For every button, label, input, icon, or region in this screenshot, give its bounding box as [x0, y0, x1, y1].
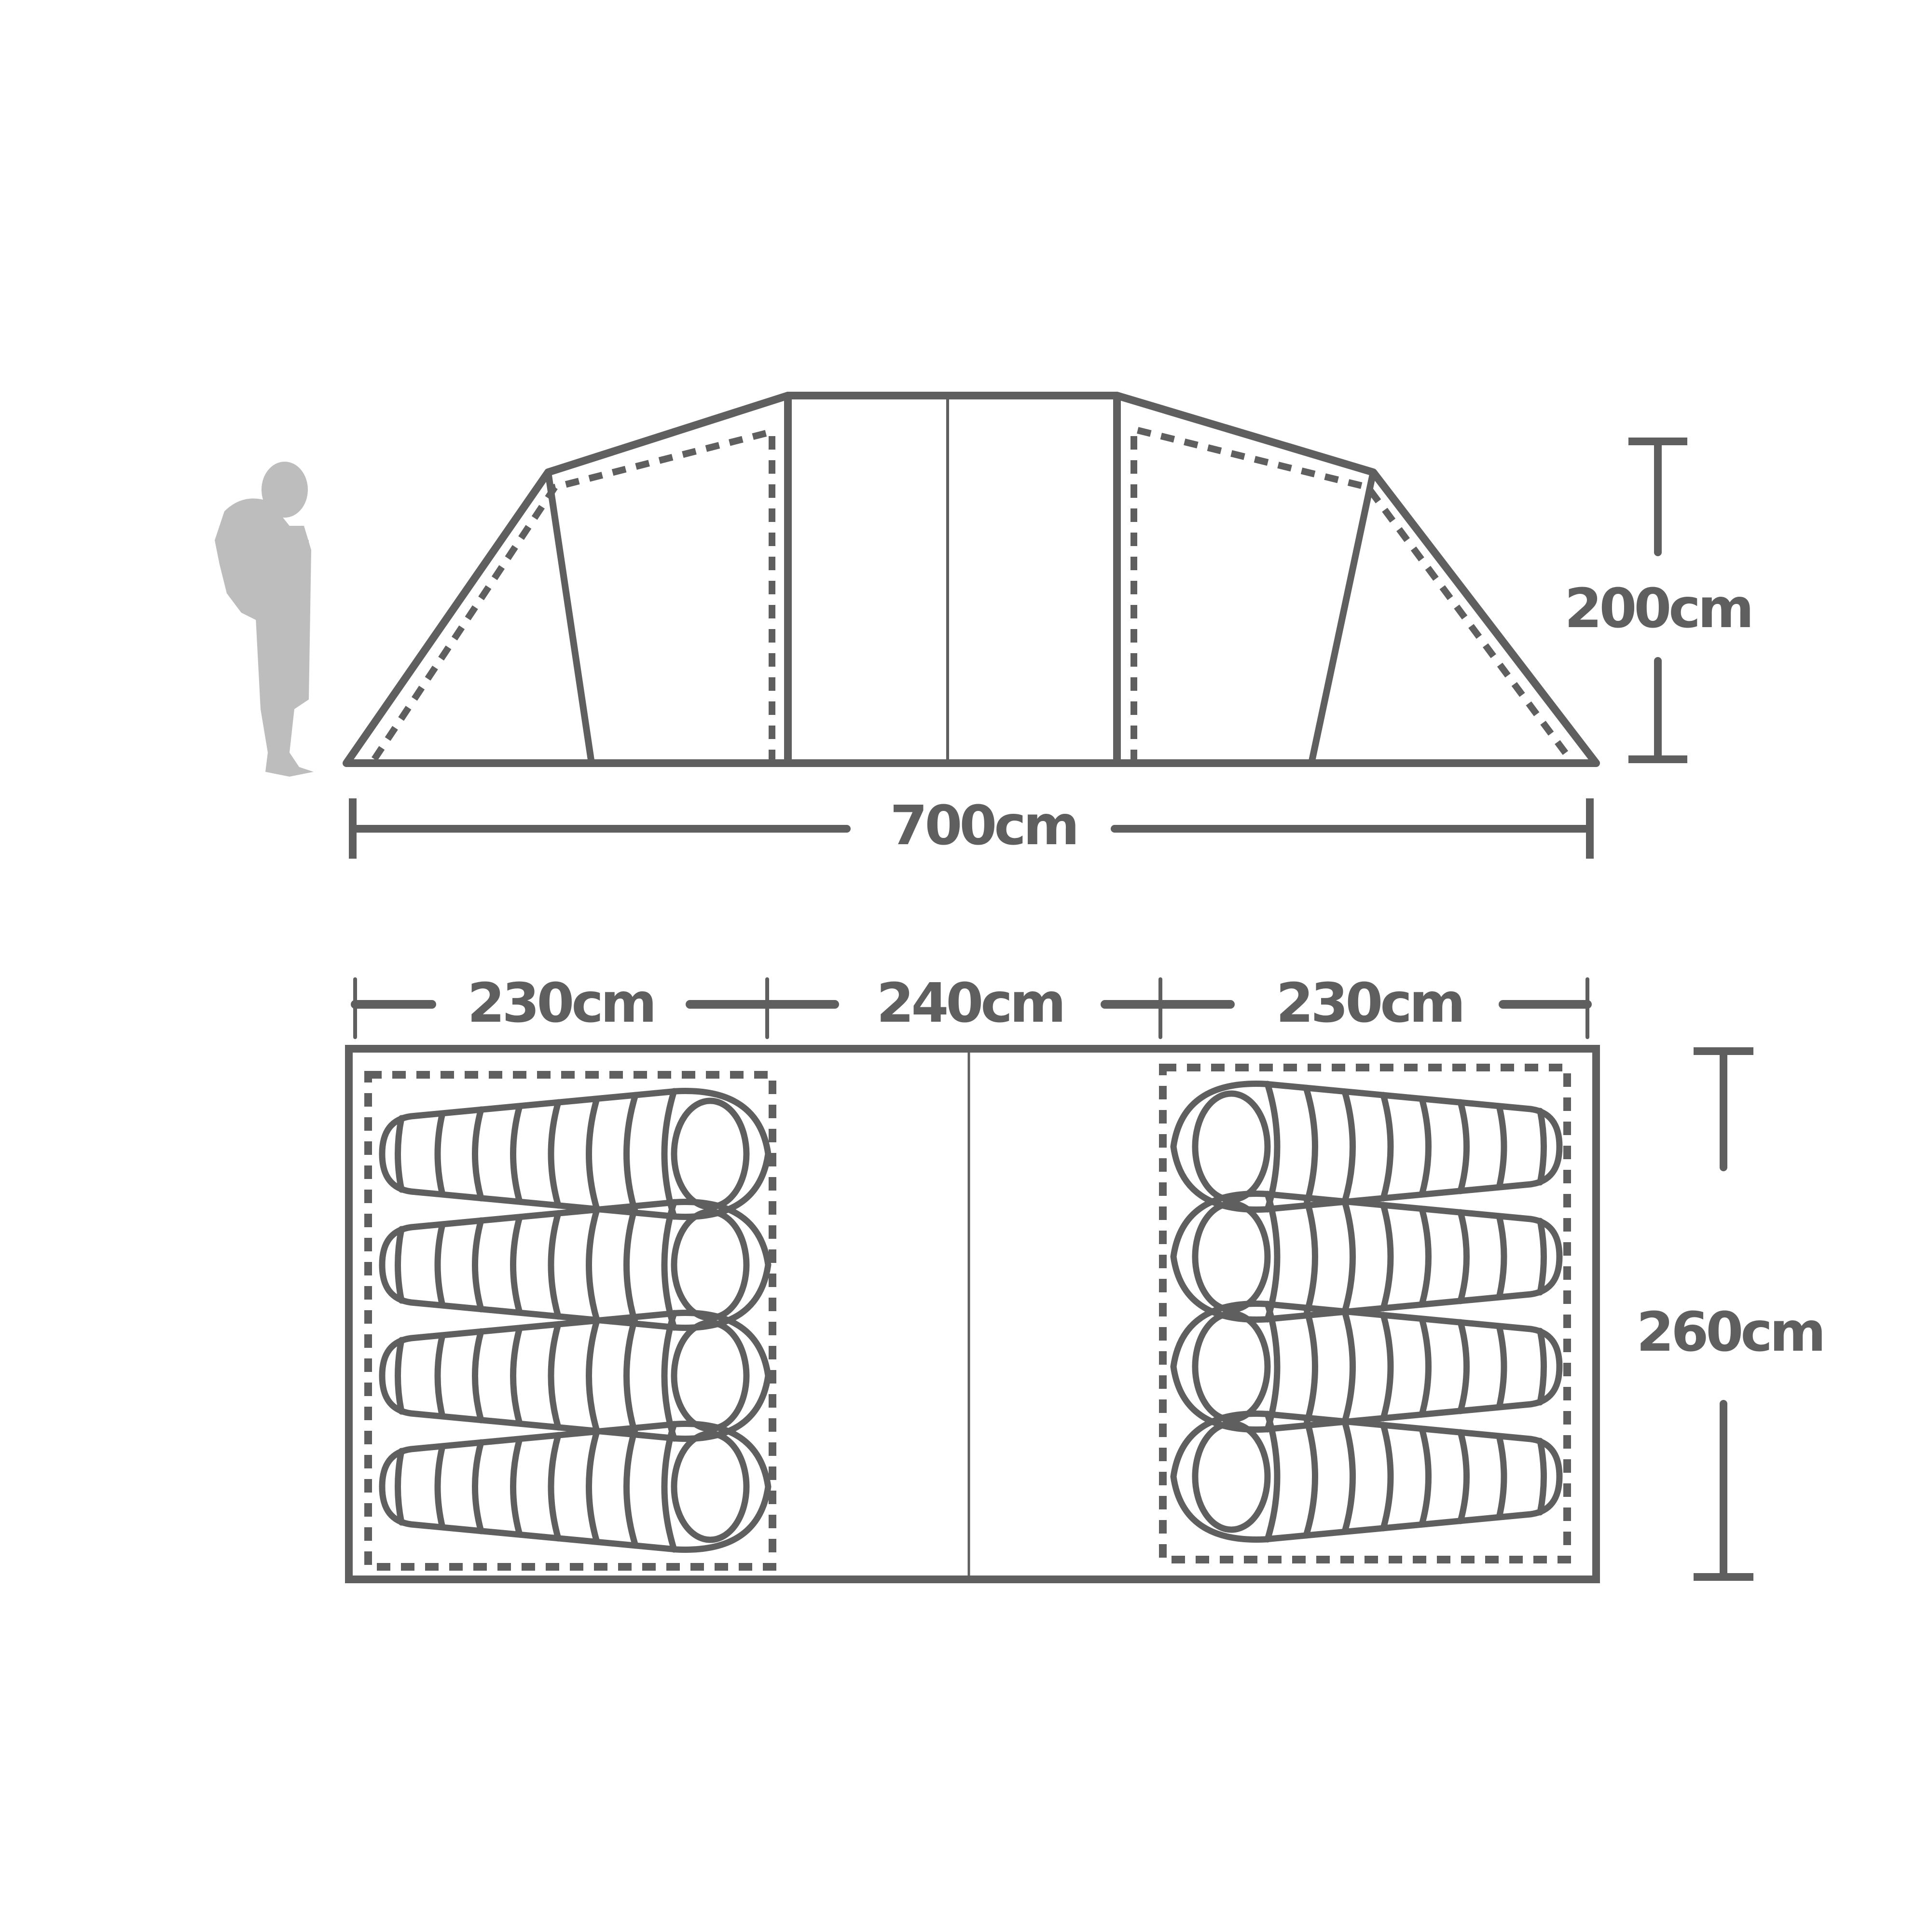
sleeping-bag-icon: [1173, 1194, 1559, 1320]
segment-label-center: 240cm: [877, 972, 1063, 1035]
person-silhouette-icon: [215, 462, 314, 777]
length-label: 700cm: [890, 795, 1077, 857]
left-sleeping-bags: [382, 1091, 768, 1550]
length-dimension: [349, 798, 1594, 859]
segment-label-right: 230cm: [1276, 972, 1463, 1035]
sleeping-bag-icon: [1173, 1414, 1559, 1540]
width-label: 260cm: [1637, 1301, 1823, 1364]
sleeping-bag-icon: [1173, 1084, 1559, 1210]
side-view: 200cm 700cm: [215, 392, 1754, 859]
top-view: 230cm 240cm 230cm 260cm: [345, 972, 1826, 1583]
tent-outline: [343, 392, 1600, 767]
sleeping-bag-icon: [382, 1091, 768, 1217]
left-bedroom-outline: [364, 1071, 776, 1571]
floor-outline: [345, 1045, 1600, 1583]
right-bedroom-outline: [1159, 1064, 1571, 1563]
width-dimension: [1694, 1047, 1753, 1581]
right-sleeping-bags: [1173, 1084, 1559, 1540]
sleeping-bag-icon: [1173, 1304, 1559, 1430]
height-label: 200cm: [1565, 577, 1751, 640]
segment-dimensions: [351, 977, 1592, 1039]
sleeping-bag-icon: [382, 1202, 768, 1328]
segment-label-left: 230cm: [468, 972, 654, 1035]
height-dimension: [1628, 438, 1687, 763]
sleeping-bag-icon: [382, 1313, 768, 1439]
sleeping-bag-icon: [382, 1424, 768, 1550]
